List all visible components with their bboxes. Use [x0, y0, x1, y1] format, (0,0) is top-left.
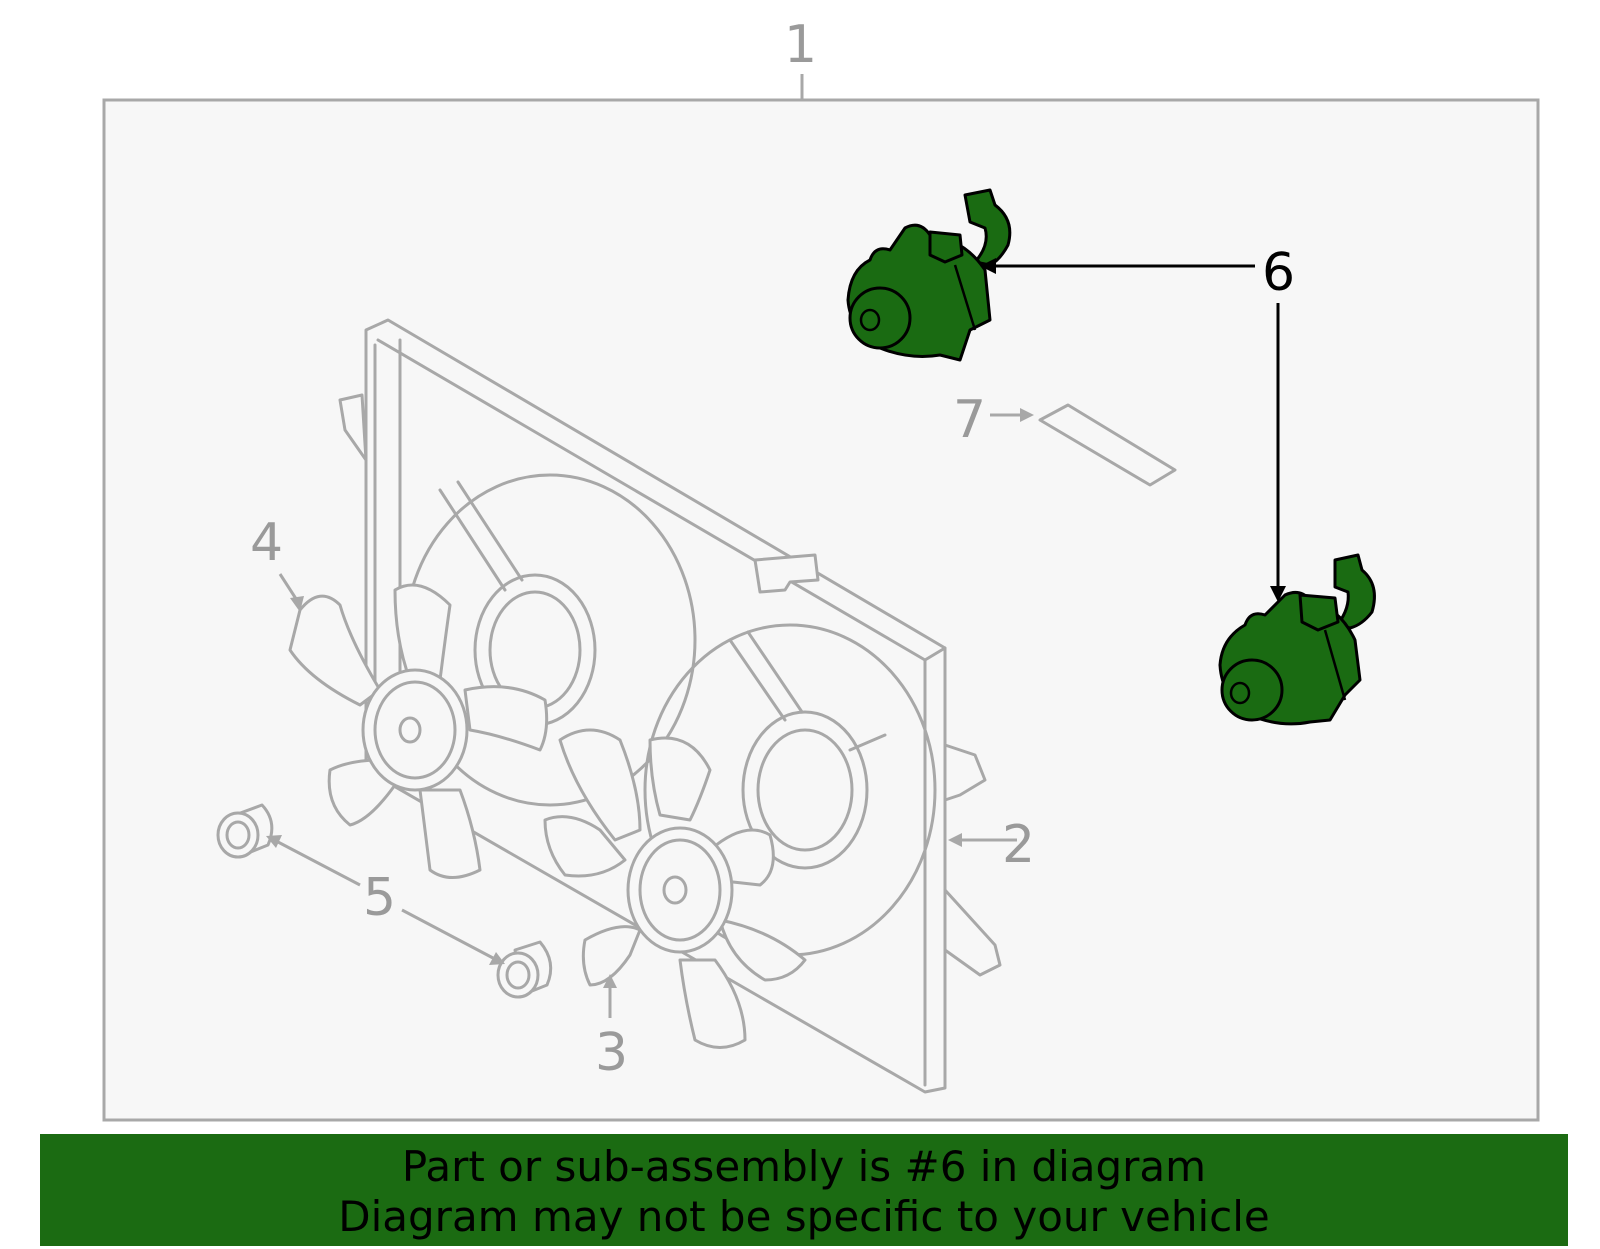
- fan-blade-3: [543, 728, 807, 1049]
- callout-6: 6: [1262, 243, 1295, 303]
- callout-3: 3: [595, 1023, 628, 1083]
- callout-7: 7: [953, 390, 986, 450]
- label-sticker: [1038, 403, 1177, 487]
- bushing-lower: [496, 940, 553, 999]
- info-banner: Part or sub-assembly is #6 in diagram Di…: [40, 1134, 1568, 1246]
- fan-motor-lower: [1218, 553, 1376, 726]
- banner-line-2: Diagram may not be specific to your vehi…: [338, 1192, 1270, 1241]
- callout-5: 5: [363, 868, 396, 928]
- banner-line-1: Part or sub-assembly is #6 in diagram: [401, 1142, 1207, 1191]
- callout-2: 2: [1002, 815, 1035, 875]
- bushing-upper: [216, 803, 274, 859]
- fan-blade-4: [288, 583, 549, 879]
- callout-1: 1: [784, 15, 817, 75]
- callout-4: 4: [250, 513, 283, 573]
- leader-lines: [266, 258, 1286, 1018]
- fan-motor-upper: [846, 188, 1012, 362]
